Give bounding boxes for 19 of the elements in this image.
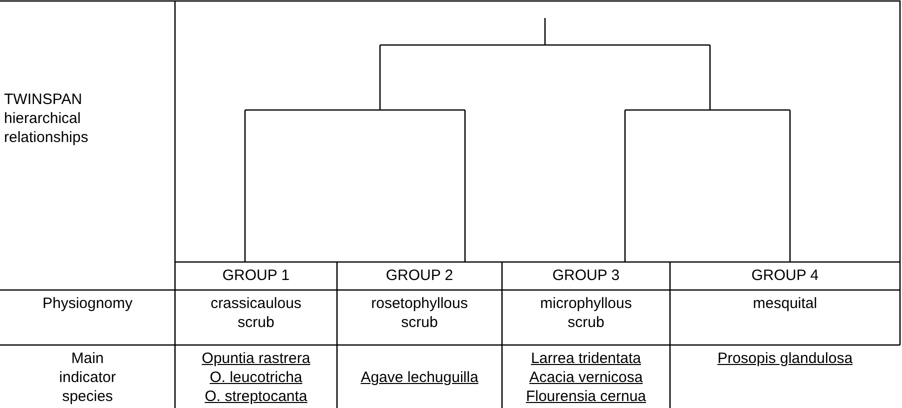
column-header: GROUP 2 xyxy=(386,267,454,284)
species-name: O. streptocanta xyxy=(204,388,308,405)
cell-text: crassicaulous scrub xyxy=(210,294,302,332)
species-name: Larrea tridentata xyxy=(530,350,642,367)
column-header: GROUP 1 xyxy=(222,267,290,284)
cell-text: microphyllous scrub xyxy=(539,294,633,332)
species-name: Acacia vernicosa xyxy=(529,369,643,386)
species-name: Prosopis glandulosa xyxy=(717,350,853,367)
species-name: Opuntia rastrera xyxy=(202,350,310,367)
species-name: O. leucotricha xyxy=(210,369,302,386)
cell-text: rosetophyllous scrub xyxy=(370,294,469,332)
column-header: GROUP 3 xyxy=(552,267,620,284)
row-header: Physiognomy xyxy=(42,295,133,312)
species-name: Agave lechuguilla xyxy=(360,369,478,386)
heading: TWINSPAN hierarchical relationships xyxy=(4,91,88,146)
column-header: GROUP 4 xyxy=(751,267,819,284)
cell-text: mesquital xyxy=(752,295,818,312)
row-header: Main indicator species xyxy=(58,349,117,406)
species-name: Flourensia cernua xyxy=(526,388,646,405)
